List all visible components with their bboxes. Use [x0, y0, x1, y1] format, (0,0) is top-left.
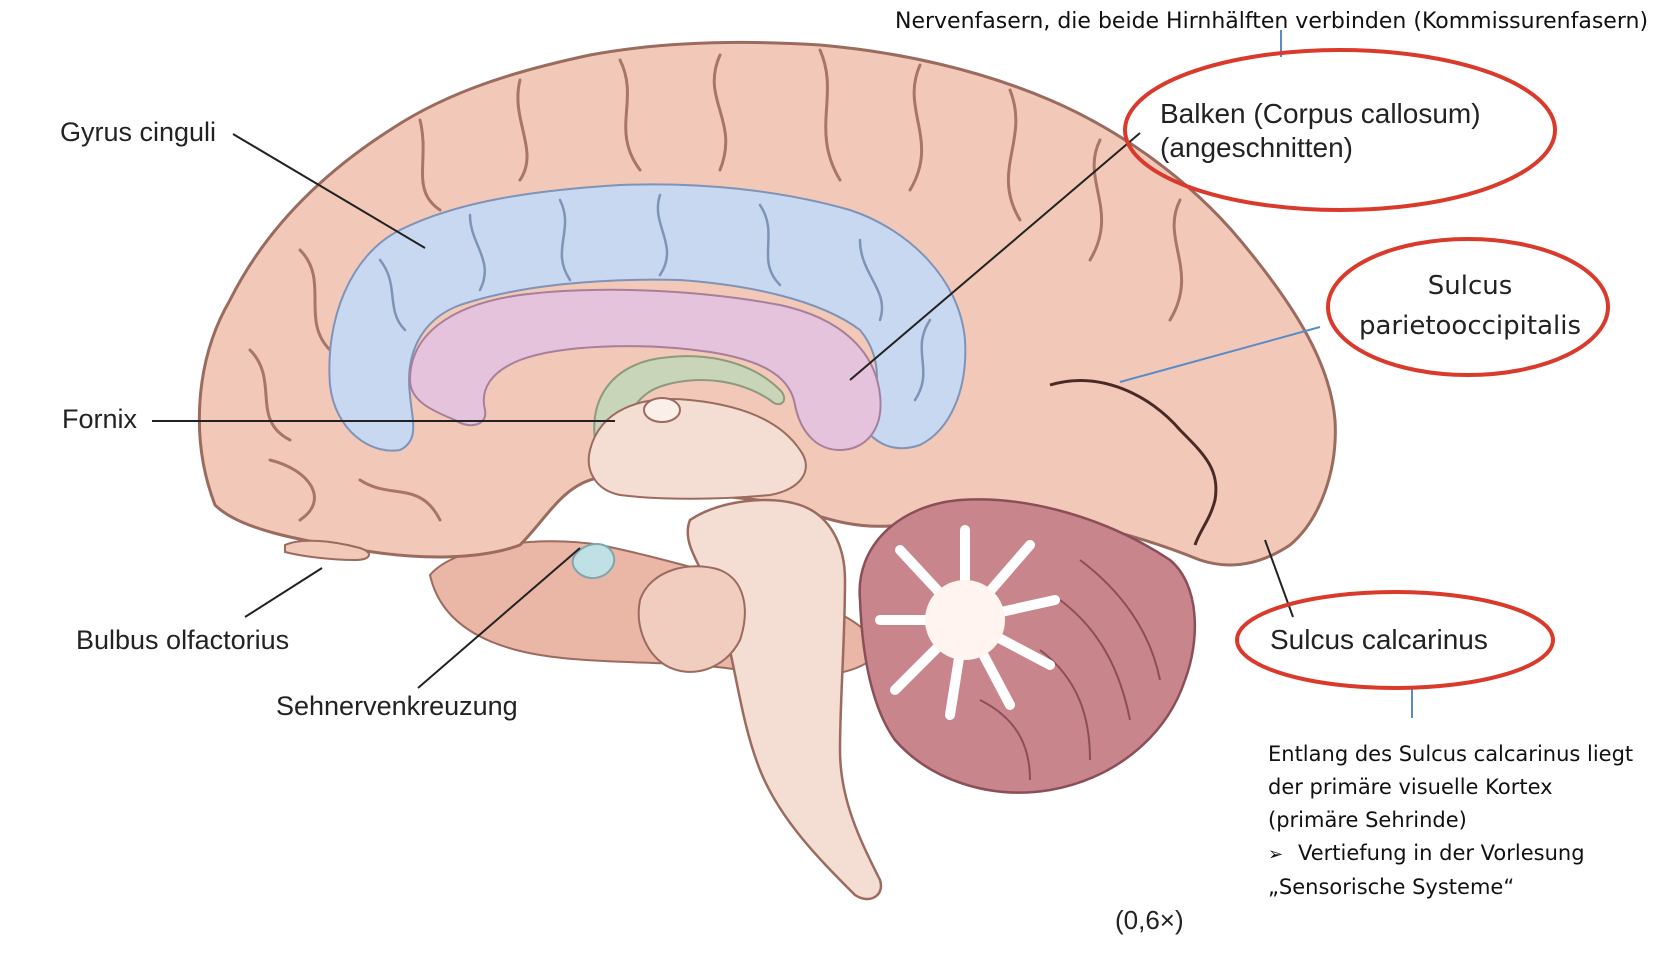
- note-bottom-bullet-row: ➢ Vertiefung in der Vorlesung: [1268, 837, 1633, 871]
- cerebellum: [858, 498, 1197, 794]
- note-bottom-line2: der primäre visuelle Kortex: [1268, 775, 1553, 799]
- note-bottom: Entlang des Sulcus calcarinus liegt der …: [1268, 738, 1633, 904]
- arbor-vitae-core: [925, 580, 1005, 660]
- note-top: Nervenfasern, die beide Hirnhälften verb…: [895, 9, 1649, 34]
- gyrus-cinguli-region: [328, 183, 967, 452]
- note-bottom-line1: Entlang des Sulcus calcarinus liegt: [1268, 742, 1634, 766]
- note-bottom-line3: (primäre Sehrinde): [1268, 808, 1467, 832]
- balken-highlight: [1123, 48, 1557, 212]
- label-sulcus-parieto-line1: Sulcus: [1427, 271, 1513, 301]
- sulcus-calcarinus-highlight: [1235, 590, 1555, 690]
- note-bottom-line5: „Sensorische Systeme“: [1268, 875, 1515, 899]
- pons: [637, 565, 746, 673]
- olfactory-bulb: [284, 539, 370, 562]
- gyri-sulci: [248, 48, 1184, 522]
- label-sulcus-parietooccipitalis: Sulcus parietooccipitalis: [1345, 266, 1595, 346]
- label-scale: (0,6×): [1115, 905, 1184, 935]
- optic-chiasm: [571, 543, 616, 580]
- sulcus-parieto-highlight: [1326, 237, 1610, 377]
- leader-lines: [152, 132, 1294, 689]
- label-sehnervenkreuzung: Sehnervenkreuzung: [276, 691, 518, 721]
- note-bottom-line4: Vertiefung in der Vorlesung: [1298, 841, 1585, 865]
- label-balken-line1: Balken (Corpus callosum): [1160, 98, 1481, 129]
- interthalamic-adhesion: [643, 397, 681, 423]
- brainstem: [686, 498, 883, 901]
- cingulate-sulci: [378, 193, 932, 402]
- label-balken-line2: (angeschnitten): [1160, 131, 1354, 163]
- sulcus-calcarinus-line: [1049, 379, 1218, 546]
- label-fornix: Fornix: [62, 404, 138, 434]
- label-sulcus-calcarinus: Sulcus calcarinus: [1270, 624, 1488, 655]
- label-sulcus-parieto-line2: parietooccipitalis: [1358, 311, 1581, 341]
- cerebellar-folia: [979, 559, 1161, 781]
- label-bulbus-olfactorius: Bulbus olfactorius: [76, 625, 290, 655]
- highlight-ellipses: [1123, 48, 1610, 690]
- label-balken: Balken (Corpus callosum) (angeschnitten): [1160, 97, 1481, 164]
- label-gyrus-cinguli: Gyrus cinguli: [60, 117, 217, 147]
- arrow-bullet-icon: ➢: [1268, 844, 1284, 865]
- corpus-callosum-region: [408, 288, 882, 452]
